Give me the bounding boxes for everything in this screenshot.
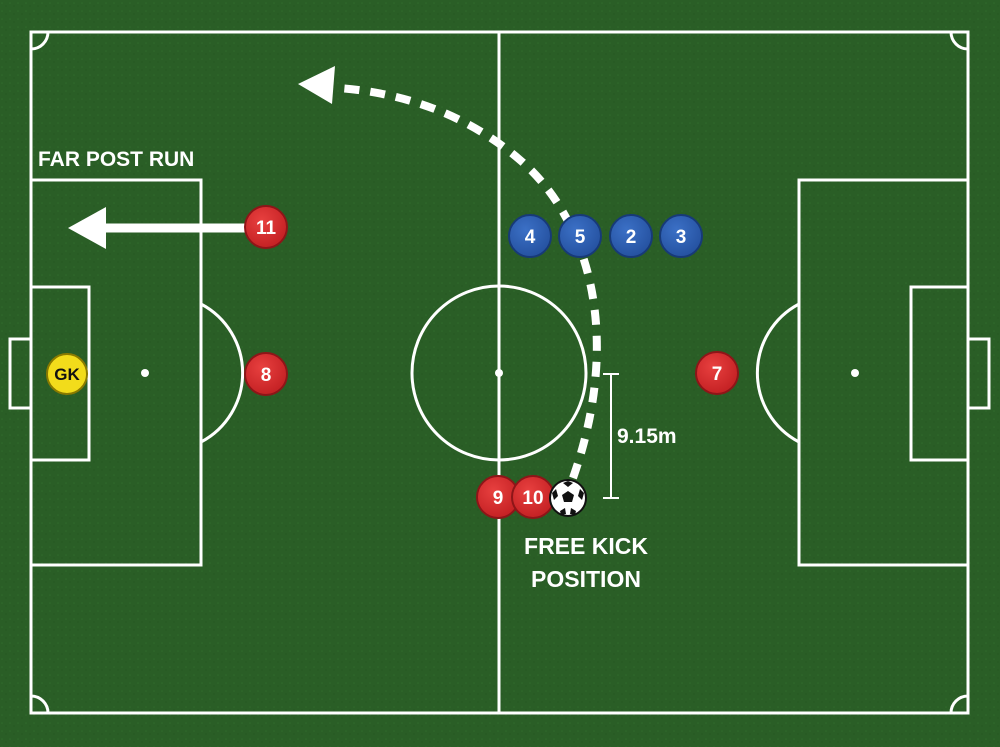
free-kick-label: FREE KICK bbox=[524, 533, 648, 559]
player-number: 7 bbox=[712, 364, 723, 385]
far-post-run-label: FAR POST RUN bbox=[38, 148, 194, 171]
distance-label: 9.15m bbox=[617, 425, 677, 448]
right-penalty-spot bbox=[851, 369, 859, 377]
distance-marker bbox=[603, 373, 619, 499]
attacker-player-token: 7 bbox=[695, 351, 739, 395]
soccer-ball-icon bbox=[549, 479, 587, 517]
attacker-player-token: 8 bbox=[244, 352, 288, 396]
player-number: 9 bbox=[493, 488, 504, 509]
player-number: 2 bbox=[626, 227, 637, 248]
left-penalty-arc bbox=[200, 302, 245, 444]
right-penalty-arc bbox=[755, 302, 800, 444]
dashed-curved-arrow-icon bbox=[337, 84, 601, 480]
player-number: 10 bbox=[522, 488, 543, 509]
arrow-head-icon bbox=[68, 207, 106, 249]
center-spot bbox=[495, 369, 503, 377]
defender-player-token: 3 bbox=[659, 214, 703, 258]
corner-arc bbox=[30, 694, 50, 714]
player-number: 4 bbox=[525, 227, 536, 248]
corner-arc bbox=[30, 31, 50, 51]
goalkeeper-token: GK bbox=[46, 353, 88, 395]
corner-arc bbox=[949, 31, 969, 51]
free-kick-label: POSITION bbox=[531, 566, 641, 592]
left-goal bbox=[8, 337, 33, 410]
defensive-wall: 4 5 2 3 bbox=[508, 214, 703, 258]
defender-player-token: 4 bbox=[508, 214, 552, 258]
player-number: 3 bbox=[676, 227, 687, 248]
player-number: 5 bbox=[575, 227, 586, 248]
arrow-head-icon bbox=[298, 66, 335, 104]
pitch-spots bbox=[141, 369, 859, 377]
defender-player-token: 5 bbox=[558, 214, 602, 258]
player-number: 11 bbox=[256, 218, 277, 239]
attacker-player-token: 10 bbox=[511, 475, 555, 519]
defender-player-token: 2 bbox=[609, 214, 653, 258]
left-penalty-spot bbox=[141, 369, 149, 377]
attacker-player-token: 11 bbox=[244, 205, 288, 249]
center-circle bbox=[410, 284, 588, 462]
goalkeeper-label: GK bbox=[54, 365, 80, 384]
right-goal bbox=[966, 337, 991, 410]
corner-arc bbox=[949, 694, 969, 714]
player-number: 8 bbox=[261, 365, 272, 386]
